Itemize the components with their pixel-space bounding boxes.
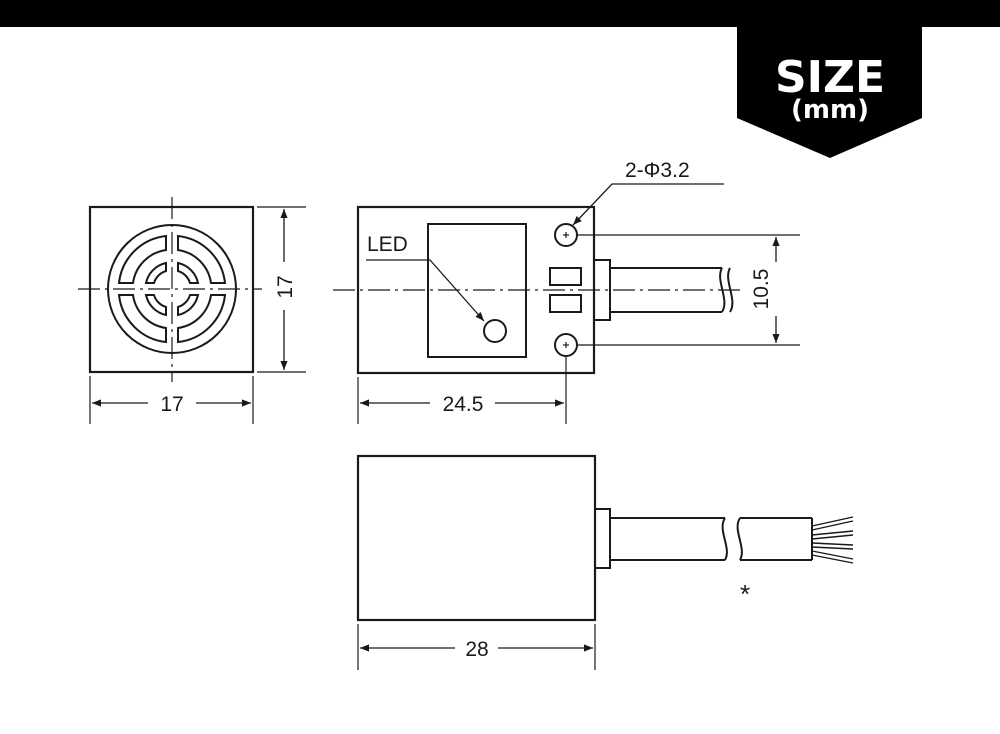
led-lamp — [483, 319, 507, 343]
led-label: LED — [367, 233, 408, 256]
top-view — [333, 183, 800, 424]
top-length-value: 24.5 — [443, 393, 484, 416]
indicator-slot — [549, 267, 582, 286]
badge-title: SIZE — [775, 52, 885, 103]
indicator-slot — [549, 294, 582, 313]
cable-gland — [594, 508, 611, 569]
hole-spacing-value: 10.5 — [750, 269, 773, 310]
coil-rings — [117, 234, 227, 344]
cable-note-asterisk: * — [740, 579, 750, 609]
cable-wires — [811, 516, 854, 564]
front-width-value: 17 — [160, 393, 183, 416]
mounting-hole — [554, 333, 578, 357]
front-height-value: 17 — [274, 275, 297, 298]
side-view — [356, 454, 854, 670]
mounting-hole — [554, 223, 578, 247]
front-view — [78, 197, 306, 424]
badge-unit: (mm) — [791, 95, 869, 125]
header-band — [0, 0, 1000, 27]
hole-spec-label: 2-Φ3.2 — [625, 159, 690, 182]
size-badge: SIZE (mm) — [737, 27, 922, 158]
side-length-value: 28 — [465, 638, 488, 661]
